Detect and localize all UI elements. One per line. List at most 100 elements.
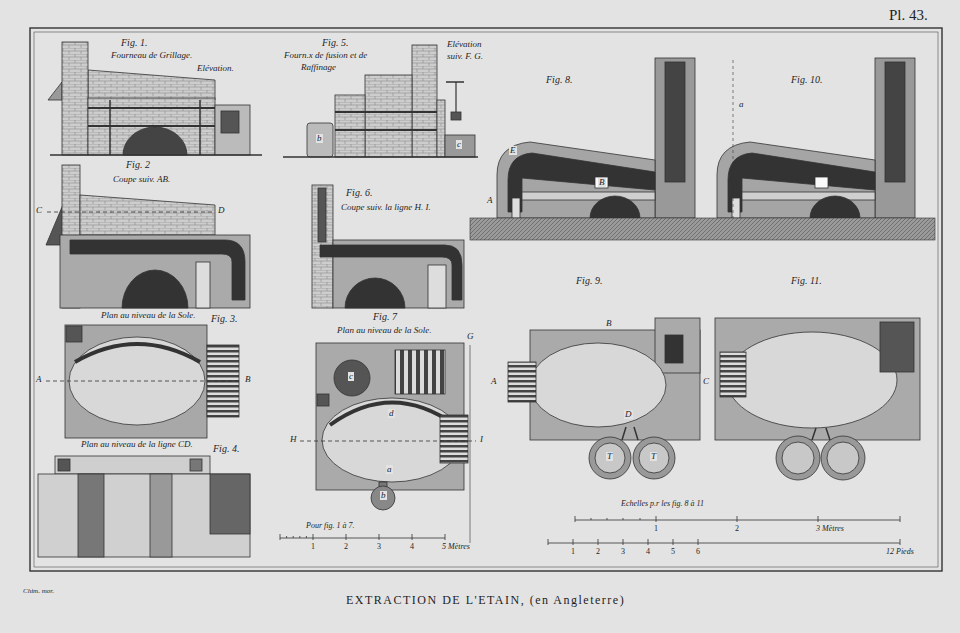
part-letter: D xyxy=(217,206,226,215)
scale-bars xyxy=(548,516,900,545)
fig3-plan-part xyxy=(66,326,82,342)
fig1-elevation-part xyxy=(215,105,250,155)
fig5-elevation-part xyxy=(412,45,437,157)
scale-number: 6 xyxy=(695,548,701,556)
fig4-plan-part xyxy=(55,456,210,474)
figure-caption: Fig. 9. xyxy=(575,276,603,286)
scale-number: 4 xyxy=(409,543,415,551)
part-letter: H xyxy=(289,435,298,444)
scale-number: 4 xyxy=(645,548,651,556)
figure-caption: Plan au niveau de la Sole. xyxy=(100,311,196,320)
fig8-section-part xyxy=(595,177,608,188)
fig11-plan-part xyxy=(821,436,865,480)
fig9-plan-part xyxy=(530,343,666,427)
part-letter: c xyxy=(456,140,462,149)
figure-caption: Fig. 6. xyxy=(345,188,373,198)
fig2-section xyxy=(46,165,250,308)
fig7-plan xyxy=(300,343,476,545)
plate-number: Pl. 43. xyxy=(888,8,929,23)
fig9-plan xyxy=(508,318,700,479)
ground xyxy=(470,60,935,240)
fig1-elevation xyxy=(48,42,262,155)
part-letter: C xyxy=(702,377,710,386)
plate-frame xyxy=(30,28,942,571)
part-letter: D xyxy=(624,410,633,419)
fig8-section-part xyxy=(512,198,520,218)
fig1-elevation-part xyxy=(221,111,239,133)
part-letter: a xyxy=(738,100,745,109)
part-letter: B xyxy=(244,375,252,384)
fig9-plan-part xyxy=(639,443,669,473)
fig11-plan-part xyxy=(776,436,820,480)
fig4-plan-part xyxy=(210,474,250,534)
scale-bar-part xyxy=(280,534,445,540)
fig6-section-part xyxy=(318,188,326,242)
fig5-elevation-part xyxy=(335,111,437,113)
fig5-elevation-part xyxy=(365,75,412,157)
fig5-elevation-part xyxy=(335,129,437,131)
part-letter: c xyxy=(348,372,354,381)
scale-bars-part xyxy=(548,539,900,545)
figure-caption: Fig. 1. xyxy=(120,38,148,48)
part-letter: I xyxy=(479,435,484,444)
fig7-plan-part xyxy=(334,360,370,396)
fig11-plan-part xyxy=(782,442,814,474)
scale-number: 2 xyxy=(595,548,601,556)
fig4-plan xyxy=(38,456,250,557)
fig11-plan-part xyxy=(827,442,859,474)
fig4-plan-part xyxy=(78,474,104,557)
fig2-section-part xyxy=(80,195,215,235)
fig5-elevation-part xyxy=(451,112,461,120)
plate-frame-part xyxy=(34,32,938,567)
fig4-plan-part xyxy=(38,474,250,557)
fig8-section-part xyxy=(497,142,655,218)
figure-caption: Plan au niveau de la Sole. xyxy=(336,326,432,335)
part-letter: B xyxy=(605,319,613,328)
fig9-plan-part xyxy=(530,330,700,440)
fig8-section-part xyxy=(665,62,685,182)
fig2-section-part xyxy=(47,212,214,213)
scale-number: 5 xyxy=(670,548,676,556)
fig2-section-part xyxy=(196,262,210,308)
figure-caption: Fig. 4. xyxy=(212,444,240,454)
plate-title: EXTRACTION DE L'ETAIN, (en Angleterre) xyxy=(346,594,625,606)
scale-number: 3 xyxy=(620,548,626,556)
figure-caption: Fig. 2 xyxy=(125,160,151,170)
fig8-section-part xyxy=(655,58,695,218)
part-letter: a xyxy=(386,465,393,474)
fig4-plan-part xyxy=(190,459,202,471)
fig3-plan-part xyxy=(46,381,241,382)
fig6-section xyxy=(312,185,464,308)
figure-caption: Coupe suiv. la ligne H. I. xyxy=(340,203,432,212)
part-letter: C xyxy=(35,206,43,215)
scale-number: 1 xyxy=(653,525,659,533)
fig6-section-part xyxy=(345,278,405,308)
fig9-plan-part xyxy=(622,427,638,440)
fig9-plan-part xyxy=(589,437,631,479)
fig1-elevation-part xyxy=(50,154,262,156)
fig11-plan-part xyxy=(715,318,920,440)
fig2-section-part xyxy=(122,270,188,308)
fig1-elevation-part xyxy=(123,127,187,155)
fig11-plan-part xyxy=(812,428,830,440)
fig5-elevation-part xyxy=(455,82,456,112)
fig7-plan-part xyxy=(300,441,476,442)
part-letter: A xyxy=(35,375,43,384)
fig1-elevation-part xyxy=(199,100,201,155)
figure-caption: Fig. 7 xyxy=(372,312,398,322)
fig5-elevation-part xyxy=(445,135,475,157)
fig7-plan-part xyxy=(470,345,471,545)
scale-bars-part xyxy=(575,516,900,522)
fig10-section xyxy=(717,58,915,218)
fig9-plan-part xyxy=(508,362,536,402)
fig5-elevation-part xyxy=(283,156,478,158)
fig7-plan-part xyxy=(440,415,468,463)
fig7-plan-part xyxy=(317,394,329,406)
figure-caption: Elévation. xyxy=(196,64,235,73)
fig9-plan-part xyxy=(655,318,700,373)
part-letter: A xyxy=(490,377,498,386)
fig3-plan xyxy=(46,325,241,438)
fig8-section-part xyxy=(522,192,655,200)
figure-caption: Coupe suiv. AB. xyxy=(112,175,171,184)
